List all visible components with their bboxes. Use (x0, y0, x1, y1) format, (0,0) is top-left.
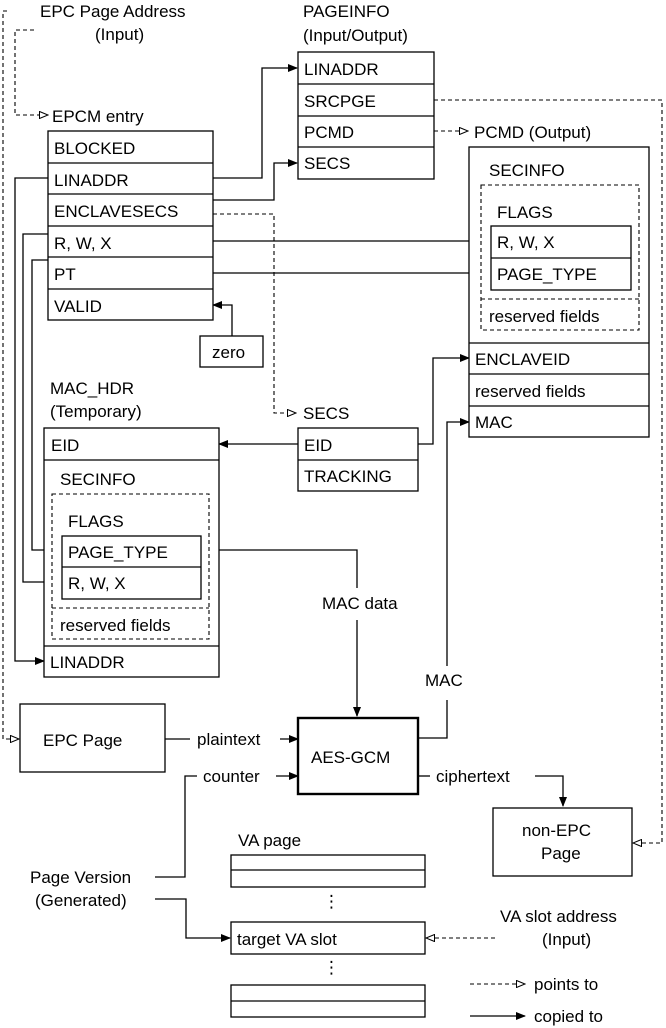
mac-hdr-structure: MAC_HDR (Temporary) EID SECINFO FLAGS PA… (43, 379, 220, 678)
epc-page-address-sub: (Input) (95, 25, 144, 44)
aes-gcm-box (296, 716, 420, 796)
va-slot-address-sub: (Input) (542, 930, 591, 949)
pcmd-title: PCMD (Output) (474, 123, 591, 142)
mac-hdr-flag-field: PAGE_TYPE (68, 543, 168, 562)
mac-hdr-title: MAC_HDR (50, 379, 134, 398)
va-slot-address-label: VA slot address (Input) (500, 907, 617, 949)
non-epc-page: non-EPC Page (492, 807, 633, 877)
zero-box (199, 335, 264, 368)
epcm-field: R, W, X (54, 234, 112, 253)
arrow-linaddr-to-machdr-linaddr (14, 177, 48, 665)
arrow-enclavesecs-to-secs (213, 213, 296, 413)
epc-page-box (19, 703, 166, 773)
mac-hdr-secinfo-box (51, 493, 210, 640)
aes-gcm: AES-GCM (296, 716, 420, 796)
secs-structure: SECS EID TRACKING (297, 404, 419, 492)
arrow-epcm-linaddr-to-pageinfo (213, 64, 298, 179)
pcmd-field: ENCLAVEID (475, 350, 570, 369)
pcmd-field: reserved fields (475, 382, 586, 401)
connectors (2, 10, 663, 942)
arrow-zero-to-valid (212, 301, 233, 336)
legend-copied-to: copied to (534, 1007, 603, 1026)
epcm-field: ENCLAVESECS (54, 202, 178, 221)
pageinfo-title: PAGEINFO (303, 2, 390, 21)
arrow-epcm-enclavesecs-to-pageinfo-secs (213, 159, 298, 201)
pageinfo-field: LINADDR (304, 60, 379, 79)
arrow-page-version-to-counter (155, 775, 197, 878)
page-version-sub: (Generated) (35, 891, 127, 910)
pcmd-flag-field: PAGE_TYPE (497, 265, 597, 284)
secs-field: EID (304, 436, 332, 455)
mac-label: MAC (425, 671, 463, 690)
target-va-slot-box (230, 921, 426, 955)
pageinfo-structure: PAGEINFO (Input/Output) LINADDR SRCPGE P… (297, 2, 435, 180)
va-page-slot-top (230, 854, 426, 888)
zero-constant: zero (199, 335, 264, 368)
page-version-label: Page Version (Generated) (30, 868, 131, 910)
secs-title: SECS (303, 404, 349, 423)
arrow-epc-address-to-epcm (14, 29, 48, 115)
pcmd-flags-title: FLAGS (497, 203, 553, 222)
va-page: VA page ⋮ target VA slot ⋮ (230, 831, 426, 1018)
plaintext-label: plaintext (197, 730, 261, 749)
page-version-title: Page Version (30, 868, 131, 887)
mac-hdr-secinfo-title: SECINFO (60, 470, 136, 489)
mac-hdr-subtitle: (Temporary) (50, 402, 142, 421)
epc-page-label: EPC Page (43, 731, 122, 750)
pcmd-reserved-inner: reserved fields (489, 307, 600, 326)
arrow-srcpge-to-non-epc (434, 99, 663, 843)
epcm-field: LINADDR (54, 171, 129, 190)
epc-page: EPC Page (19, 703, 166, 773)
non-epc-page-box (492, 807, 633, 877)
aes-gcm-label: AES-GCM (311, 748, 390, 767)
pcmd-field: MAC (475, 413, 513, 432)
epcm-entry-structure: EPCM entry BLOCKED LINADDR ENCLAVESECS R… (47, 107, 214, 321)
va-page-vdots-lower: ⋮ (323, 958, 340, 977)
pageinfo-field: PCMD (304, 123, 354, 142)
epcm-field: VALID (54, 297, 102, 316)
flow-labels: MAC data MAC plaintext counter ciphertex… (197, 594, 510, 786)
arrow-epc-address-to-epc-page (2, 10, 19, 739)
mac-hdr-reserved: reserved fields (60, 616, 171, 635)
pageinfo-subtitle: (Input/Output) (303, 26, 408, 45)
arrow-page-version-to-va-slot (155, 898, 231, 942)
non-epc-page-label-2: Page (541, 844, 581, 863)
arrow-aes-to-pcmd-mac (418, 700, 448, 739)
counter-label: counter (203, 767, 260, 786)
pageinfo-field: SRCPGE (304, 92, 376, 111)
pcmd-secinfo-title: SECINFO (489, 161, 565, 180)
arrow-aes-to-non-epc-b (535, 775, 567, 807)
pcmd-structure: PCMD (Output) SECINFO FLAGS R, W, X PAGE… (468, 123, 650, 438)
arrow-rwx-to-machdr-rwx (22, 233, 63, 586)
arrow-secs-eid-to-enclaveid (418, 354, 470, 445)
mac-hdr-eid: EID (51, 436, 79, 455)
secs-field: TRACKING (304, 467, 392, 486)
arrow-mac-data-to-aes (219, 549, 358, 588)
pcmd-box (468, 146, 650, 438)
arrow-aes-to-pcmd-mac-upper (446, 418, 470, 666)
mac-hdr-linaddr: LINADDR (50, 653, 125, 672)
epcm-field: BLOCKED (54, 139, 135, 158)
zero-label: zero (212, 343, 245, 362)
pcmd-secinfo-box (480, 184, 640, 331)
va-page-title: VA page (238, 831, 301, 850)
epcm-field: PT (54, 265, 76, 284)
mac-data-label: MAC data (322, 594, 398, 613)
mac-hdr-flags-title: FLAGS (68, 512, 124, 531)
mac-hdr-flag-field: R, W, X (68, 574, 126, 593)
va-slot-address-title: VA slot address (500, 907, 617, 926)
va-page-vdots-upper: ⋮ (323, 892, 340, 911)
pcmd-flag-field: R, W, X (497, 233, 555, 252)
non-epc-page-label-1: non-EPC (522, 821, 591, 840)
epc-page-address-label: EPC Page Address (Input) (40, 2, 186, 44)
epc-page-address-title: EPC Page Address (40, 2, 186, 21)
pageinfo-field: SECS (304, 154, 350, 173)
legend: points to copied to (470, 975, 603, 1026)
legend-points-to: points to (534, 975, 598, 994)
ciphertext-label: ciphertext (436, 767, 510, 786)
epcm-title: EPCM entry (52, 107, 144, 126)
target-va-slot-label: target VA slot (237, 930, 337, 949)
